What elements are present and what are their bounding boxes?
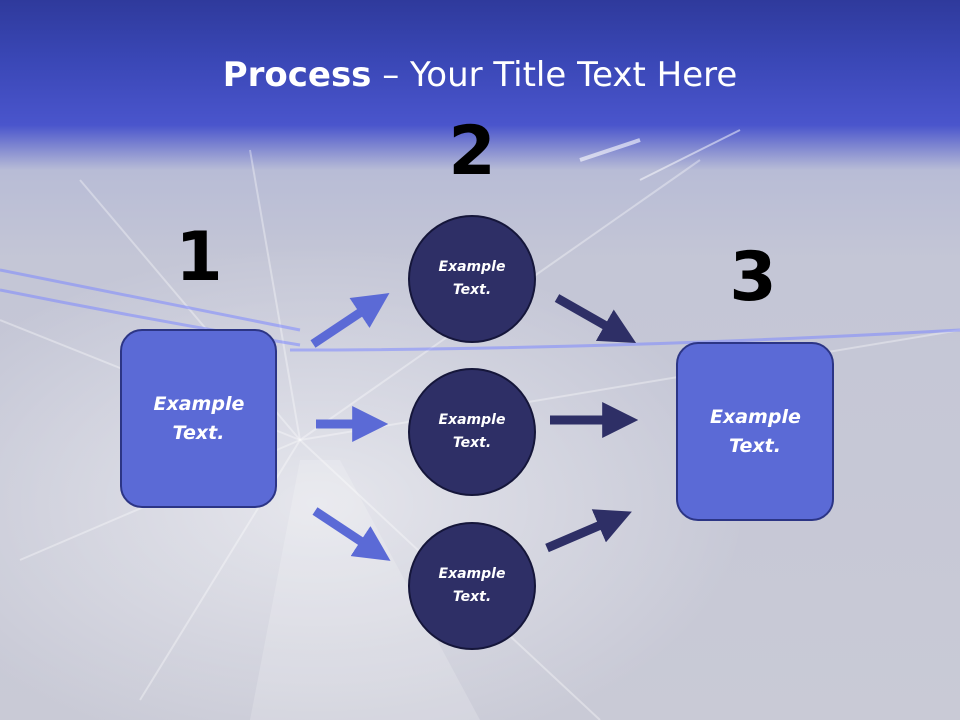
arrow-bottom-to-3 [545, 509, 632, 553]
step-3-box: Example Text. [676, 342, 834, 521]
arrow-1-to-top [310, 293, 390, 348]
step-1-label: Example Text. [153, 392, 245, 444]
circle-bottom-label: Example Text. [438, 566, 506, 605]
step-number-1: 1 [175, 218, 223, 297]
arrow-top-to-3 [554, 294, 637, 344]
arrow-1-to-bottom [312, 507, 391, 561]
circle-top-label: Example Text. [438, 259, 506, 298]
step-number-3: 3 [729, 238, 777, 317]
step-2-circle-top: Example Text. [408, 215, 536, 343]
step-2-circle-middle: Example Text. [408, 368, 536, 496]
step-number-2: 2 [448, 112, 496, 191]
circle-middle-label: Example Text. [438, 412, 506, 451]
title-bold: Process [222, 55, 372, 95]
step-2-circle-bottom: Example Text. [408, 522, 536, 650]
step-1-box: Example Text. [120, 329, 277, 508]
step-3-label: Example Text. [710, 405, 801, 457]
title-rest: – Your Title Text Here [371, 55, 738, 95]
slide-title: Process – Your Title Text Here [0, 52, 960, 98]
